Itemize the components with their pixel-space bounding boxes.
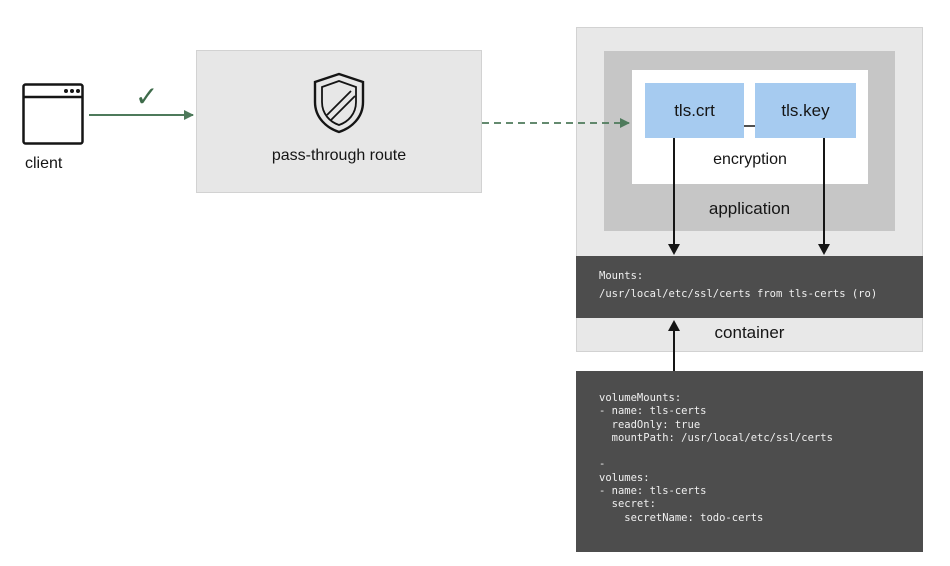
route-label: pass-through route xyxy=(271,147,407,164)
encryption-label: encryption xyxy=(713,151,787,168)
tls-crt-box: tls.crt xyxy=(645,83,744,138)
shield-icon xyxy=(311,72,367,134)
yaml-config-block: volumeMounts: - name: tls-certs readOnly… xyxy=(576,371,923,552)
browser-window-icon xyxy=(22,83,84,145)
tls-key-box: tls.key xyxy=(755,83,856,138)
mounts-block: Mounts: /usr/local/etc/ssl/certs from tl… xyxy=(576,256,923,318)
container-label: container xyxy=(714,323,785,342)
client-node xyxy=(22,83,84,145)
client-label: client xyxy=(25,155,63,172)
check-icon: ✓ xyxy=(135,80,159,113)
application-label: application xyxy=(708,199,791,218)
